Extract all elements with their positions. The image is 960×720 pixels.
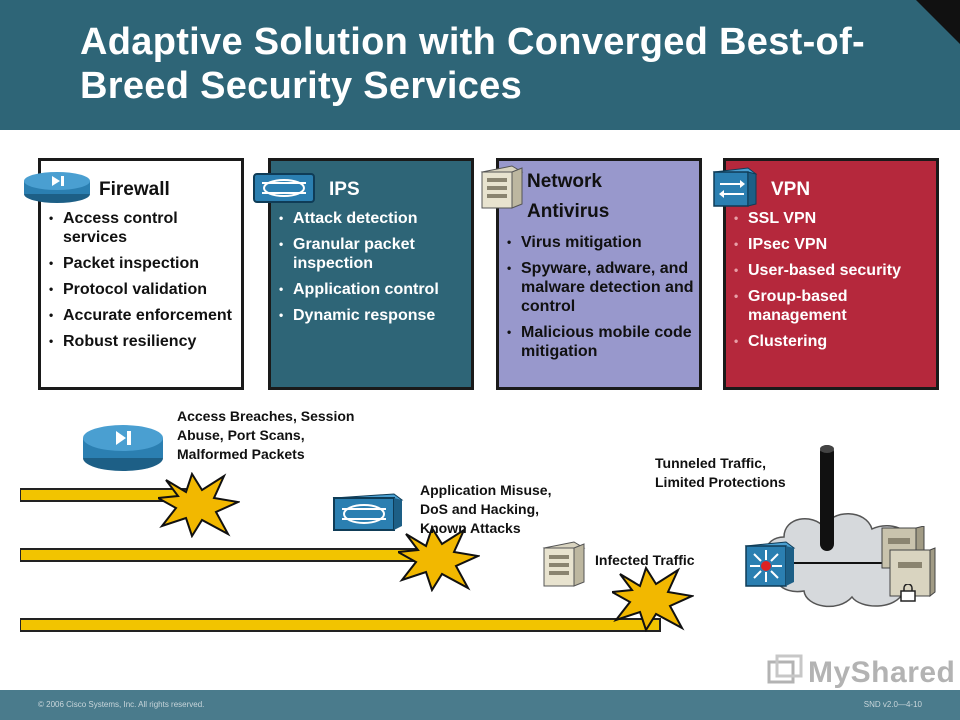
lock-icon: [900, 584, 916, 602]
course-code-text: SND v2.0—4-10: [863, 700, 922, 709]
list-item: User-based security: [726, 261, 936, 280]
antivirus-heading: Network Antivirus: [527, 171, 610, 222]
server-icon: [881, 526, 936, 598]
ips-sensor-icon: [253, 173, 315, 203]
list-item: SSL VPN: [726, 209, 936, 228]
list-item: Group-based management: [726, 287, 936, 325]
ips-feature-list: Attack detection Granular packet inspect…: [271, 209, 471, 325]
ips-heading: IPS: [329, 179, 360, 200]
footer-bar: © 2006 Cisco Systems, Inc. All rights re…: [0, 690, 960, 720]
list-item: Virus mitigation: [499, 233, 699, 252]
slide-title: Adaptive Solution with Converged Best-of…: [80, 21, 865, 107]
list-item: Spyware, adware, and malware detection a…: [499, 259, 699, 316]
firewall-threats-label: Access Breaches, Session Abuse, Port Sca…: [177, 408, 355, 462]
list-item: IPsec VPN: [726, 235, 936, 254]
vpn-threats-label: Tunneled Traffic, Limited Protections: [655, 455, 786, 490]
list-item: Accurate enforcement: [41, 306, 241, 325]
antivirus-card: Network Antivirus Virus mitigation Spywa…: [496, 158, 702, 390]
ips-card: IPS Attack detection Granular packet ins…: [268, 158, 474, 390]
firewall-icon: [83, 425, 163, 471]
title-banner: Adaptive Solution with Converged Best-of…: [0, 0, 960, 130]
vpn-card: VPN SSL VPN IPsec VPN User-based securit…: [723, 158, 939, 390]
vpn-concentrator-icon: [712, 167, 758, 207]
antivirus-threats-label: Infected Traffic: [595, 552, 695, 568]
list-item: Granular packet inspection: [271, 235, 471, 273]
ips-sensor-icon: [332, 493, 404, 531]
switch-icon: [744, 541, 796, 587]
burst-icon: [158, 472, 240, 538]
firewall-card: Firewall Access control services Packet …: [38, 158, 244, 390]
burst-icon: [612, 566, 694, 632]
list-item: Packet inspection: [41, 254, 241, 273]
list-item: Clustering: [726, 332, 936, 351]
copyright-text: © 2006 Cisco Systems, Inc. All rights re…: [38, 700, 205, 709]
vpn-heading: VPN: [771, 179, 811, 200]
list-item: Protocol validation: [41, 280, 241, 299]
antivirus-feature-list: Virus mitigation Spyware, adware, and ma…: [499, 233, 699, 361]
firewall-icon: [24, 172, 90, 203]
list-item: Malicious mobile code mitigation: [499, 323, 699, 361]
list-item: Dynamic response: [271, 306, 471, 325]
firewall-heading: Firewall: [99, 179, 170, 200]
list-item: Application control: [271, 280, 471, 299]
server-icon: [480, 165, 524, 209]
ips-threats-label: Application Misuse, DoS and Hacking, Kno…: [420, 482, 552, 536]
burst-icon: [398, 526, 480, 592]
watermark-logo-icon: [767, 654, 803, 684]
arrow-icon: [20, 618, 661, 632]
arrow-icon: [20, 548, 431, 562]
firewall-feature-list: Access control services Packet inspectio…: [41, 209, 241, 351]
list-item: Robust resiliency: [41, 332, 241, 351]
watermark-text: MyShared: [808, 656, 956, 689]
vpn-feature-list: SSL VPN IPsec VPN User-based security Gr…: [726, 209, 936, 351]
server-icon: [542, 541, 586, 587]
corner-accent: [916, 0, 960, 44]
list-item: Attack detection: [271, 209, 471, 228]
list-item: Access control services: [41, 209, 241, 247]
